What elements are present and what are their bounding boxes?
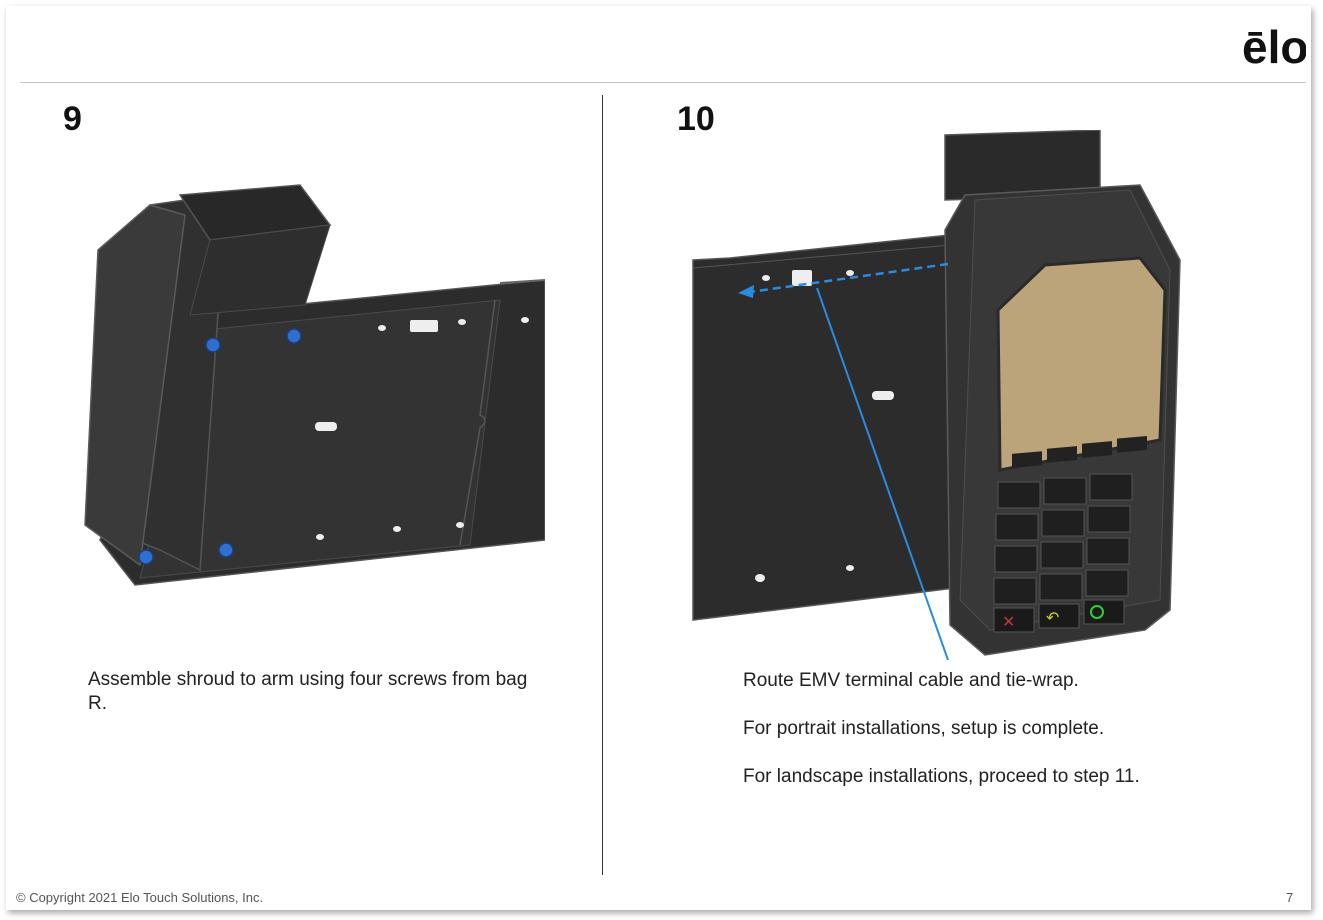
column-divider — [602, 95, 603, 875]
step-10-line-2: For portrait installations, setup is com… — [743, 718, 1105, 739]
step-10-number: 10 — [677, 100, 715, 138]
screw-icon — [138, 549, 154, 565]
copyright-footer: © Copyright 2021 Elo Touch Solutions, In… — [16, 890, 264, 905]
step-9-number: 9 — [63, 100, 82, 138]
svg-text:↶: ↶ — [1046, 608, 1059, 627]
step-10-caption: Route EMV terminal cable and tie-wrap. F… — [743, 669, 1183, 789]
plate-slot — [410, 320, 438, 332]
elo-logo: ēlo — [1242, 21, 1306, 68]
cable-route-arrow — [749, 262, 949, 294]
step-10-illustration: ✕ ↶ — [692, 130, 1181, 660]
step-9-caption: Assemble shroud to arm using four screws… — [88, 669, 528, 714]
cancel-key — [993, 607, 1035, 633]
page-number: 7 — [1286, 890, 1294, 905]
terminal-keypad — [993, 473, 1133, 605]
header-rule — [20, 82, 1306, 83]
step-10-line-3: For landscape installations, proceed to … — [743, 766, 1140, 787]
screw-icon — [205, 337, 221, 353]
screw-icon — [218, 542, 234, 558]
clear-key — [1038, 603, 1080, 629]
screw-icon — [286, 328, 302, 344]
arm-plate — [692, 234, 956, 621]
plate-slot — [792, 270, 812, 286]
terminal-screen — [996, 256, 1167, 472]
step-9-illustration — [84, 184, 545, 586]
callout-leader-line — [816, 287, 949, 660]
svg-text:ēlo: ēlo — [1242, 21, 1306, 68]
svg-text:✕: ✕ — [1002, 612, 1015, 631]
step-10-line-1: Route EMV terminal cable and tie-wrap. — [743, 670, 1079, 691]
